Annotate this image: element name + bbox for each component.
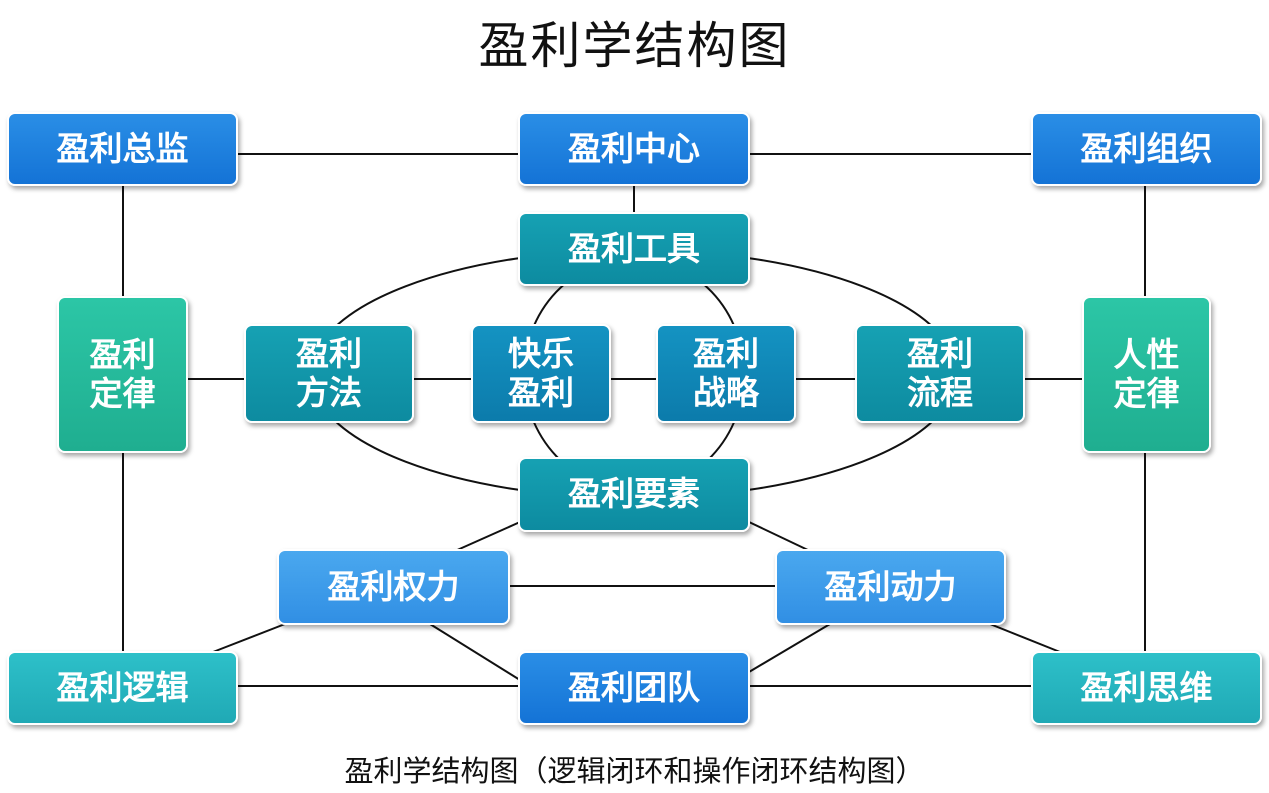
diagram-caption: 盈利学结构图（逻辑闭环和操作闭环结构图） [344, 754, 925, 788]
node-profit-organization: 盈利组织 [1031, 112, 1262, 186]
node-profit-power: 盈利权力 [277, 549, 510, 625]
node-happy-profit: 快乐 盈利 [471, 324, 611, 423]
line-drive-bottomright [989, 623, 1061, 653]
node-profit-logic: 盈利逻辑 [7, 651, 238, 725]
node-profit-method: 盈利 方法 [244, 324, 414, 423]
line-power-team [429, 623, 521, 681]
node-human-nature-law: 人性 定律 [1082, 296, 1211, 453]
node-profit-tools: 盈利工具 [518, 212, 750, 286]
line-elements-power [454, 521, 521, 552]
node-profit-team: 盈利团队 [518, 651, 750, 725]
diagram-title: 盈利学结构图 [478, 17, 791, 75]
node-profit-thinking: 盈利思维 [1031, 651, 1262, 725]
line-drive-team [748, 623, 831, 673]
line-power-bottomleft [212, 623, 286, 653]
node-profit-director: 盈利总监 [7, 112, 238, 186]
node-profit-strategy: 盈利 战略 [656, 324, 796, 423]
node-profit-center: 盈利中心 [518, 112, 750, 186]
line-elements-drive [748, 521, 811, 552]
node-profit-process: 盈利 流程 [855, 324, 1025, 423]
node-profit-elements: 盈利要素 [518, 457, 750, 532]
node-profit-law: 盈利 定律 [57, 296, 188, 453]
node-profit-drive: 盈利动力 [775, 549, 1006, 625]
